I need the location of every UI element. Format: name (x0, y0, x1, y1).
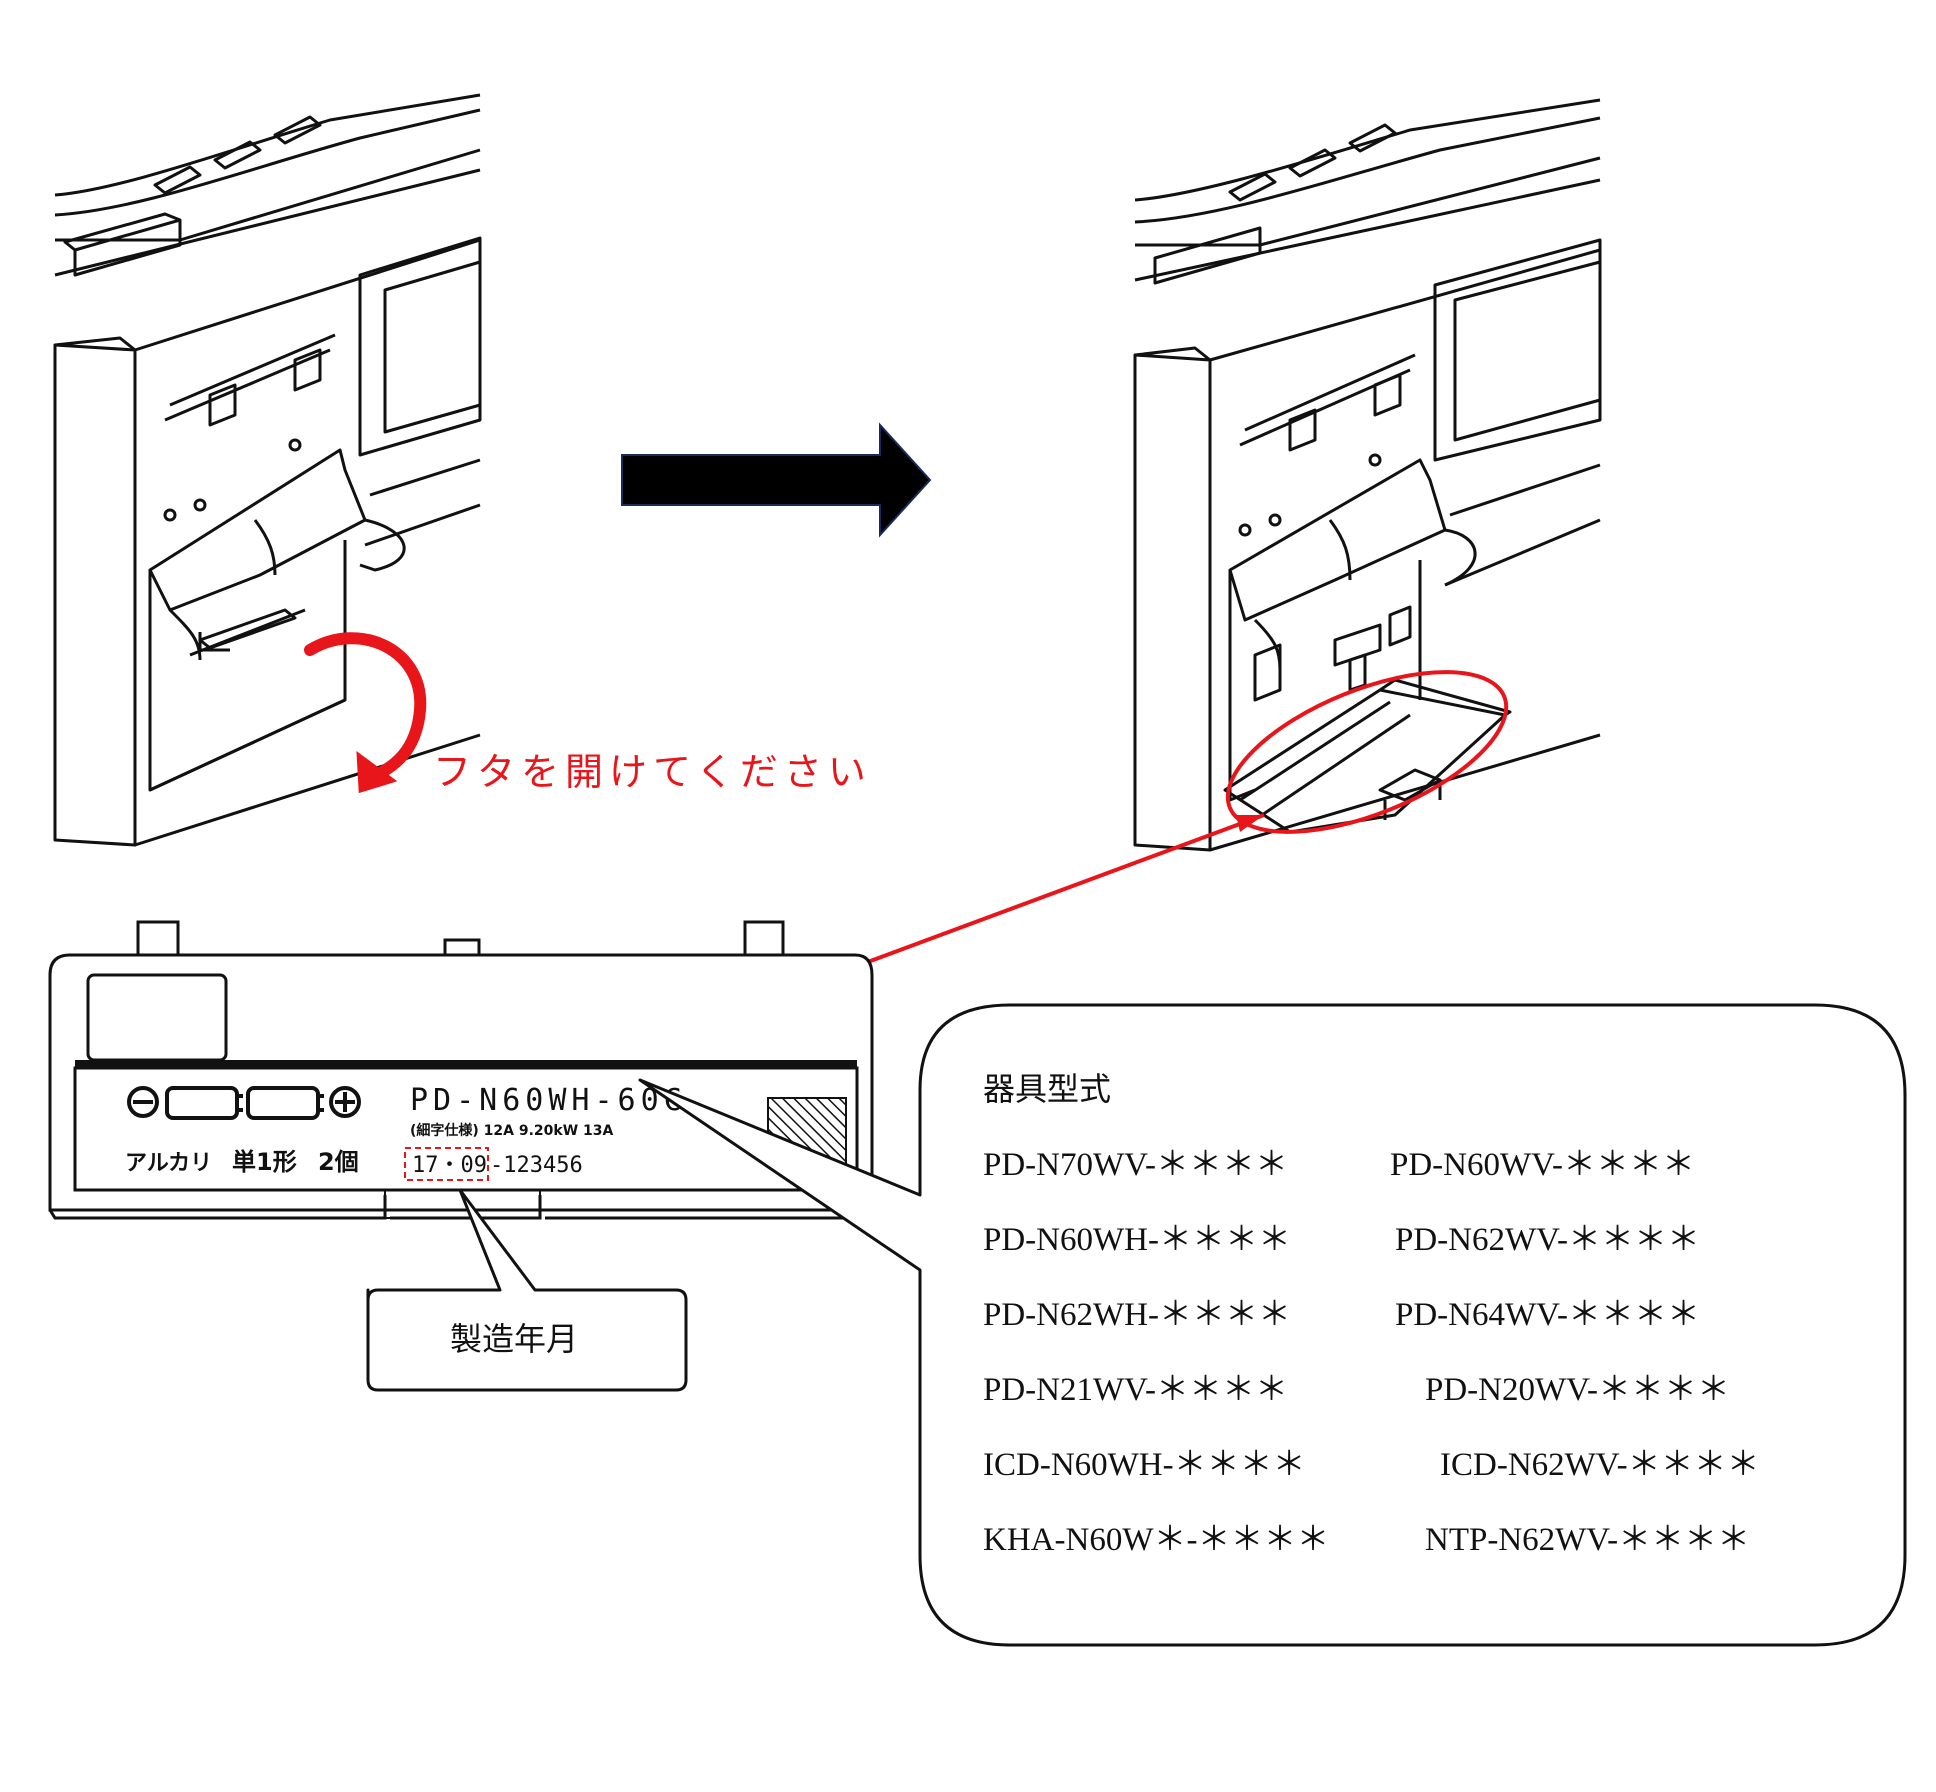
callout-manufacture-date: 製造年月 (366, 1188, 688, 1392)
model-list-item: PD-N70WV-＊＊＊＊ (983, 1147, 1288, 1183)
highlight-ellipse (1225, 670, 1509, 834)
model-list-item: PD-N21WV-＊＊＊＊ (983, 1372, 1288, 1408)
model-list-item: PD-N20WV-＊＊＊＊ (1425, 1372, 1730, 1408)
minus-terminal-icon (127, 1086, 159, 1118)
callout-date-title: 製造年月 (450, 1320, 578, 1358)
callout-model-list: 器具型式 PD-N70WV-＊＊＊＊ PD-N60WV-＊＊＊＊ PD-N60WH-… (638, 1003, 1907, 1647)
instruction-text: フタを開けてください (433, 750, 872, 794)
model-list-item: NTP-N62WV-＊＊＊＊ (1425, 1522, 1750, 1558)
battery-size-text: 単1形 (232, 1148, 297, 1176)
battery-icon (246, 1086, 320, 1120)
appliance-closed-drawing (53, 93, 482, 847)
connector-line (864, 813, 1265, 965)
model-list: PD-N70WV-＊＊＊＊ PD-N60WV-＊＊＊＊ PD-N60WH-＊＊＊＊ P… (983, 1147, 1760, 1558)
model-list-item: PD-N64WV-＊＊＊＊ (1395, 1297, 1700, 1333)
battery-icon (165, 1086, 239, 1120)
model-number-text: PD-N60WH-60C (410, 1083, 687, 1118)
battery-type-text: アルカリ (125, 1151, 212, 1176)
serial-date-text: 17・09 (412, 1153, 487, 1178)
serial-number-text: -123456 (490, 1153, 583, 1178)
model-list-item: PD-N60WH-＊＊＊＊ (983, 1222, 1291, 1258)
model-list-item: PD-N60WV-＊＊＊＊ (1390, 1147, 1695, 1183)
spec-line-text: (細字仕様) 12A 9.20kW 13A (410, 1122, 614, 1139)
label-plate: アルカリ 単1形 2個 PD-N60WH-60C (細字仕様) 12A 9.20… (48, 920, 874, 1220)
battery-count-text: 2個 (318, 1148, 359, 1176)
model-list-item: KHA-N60W＊-＊＊＊＊ (983, 1522, 1329, 1558)
curved-arrow-icon (304, 632, 427, 794)
date-highlight-box (404, 1147, 489, 1181)
callout-models-title: 器具型式 (983, 1070, 1111, 1108)
plus-terminal-icon (329, 1086, 361, 1118)
battery-icons (127, 1086, 361, 1120)
model-list-item: ICD-N62WV-＊＊＊＊ (1440, 1447, 1760, 1483)
model-list-item: ICD-N60WH-＊＊＊＊ (983, 1447, 1306, 1483)
arrow-right-icon (621, 422, 932, 538)
model-list-item: PD-N62WV-＊＊＊＊ (1395, 1222, 1700, 1258)
model-list-item: PD-N62WH-＊＊＊＊ (983, 1297, 1291, 1333)
appliance-open-drawing (1133, 98, 1602, 852)
